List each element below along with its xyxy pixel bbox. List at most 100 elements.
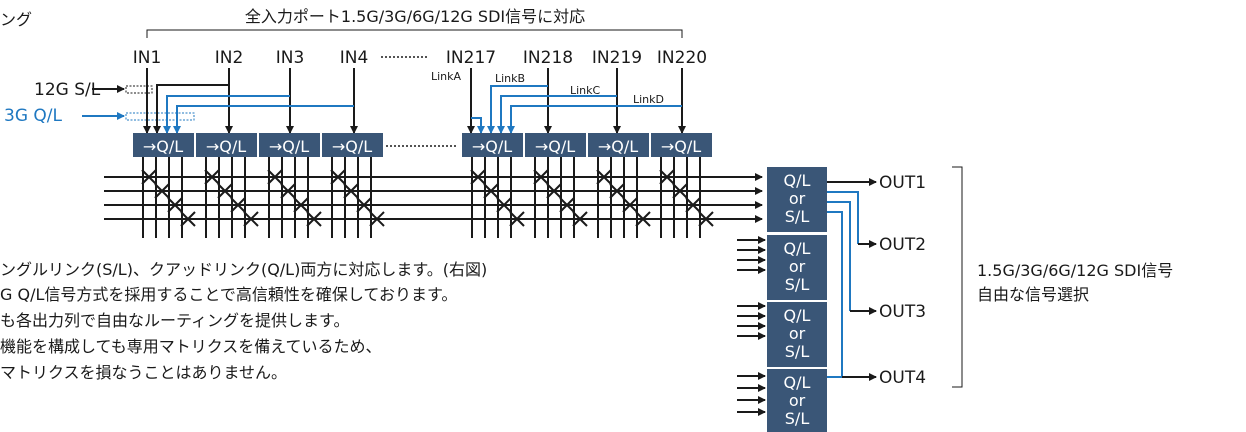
crosspoint-mark-5-b: [204, 169, 220, 185]
output-box-1-line2: or: [789, 189, 806, 208]
input-label-in2: IN2: [215, 48, 244, 68]
output-box-1-line3: S/L: [785, 207, 810, 226]
converter-label-6: →Q/L: [535, 137, 575, 156]
output-box-2-line3: S/L: [785, 275, 810, 294]
output-labels: OUT1 OUT2 OUT3 OUT4: [879, 173, 926, 388]
crosspoint-mark-1-b: [141, 169, 157, 185]
signal-3g-label: 3G Q/L: [4, 106, 63, 126]
signal-12g-label: 12G S/L: [34, 80, 101, 100]
converter-label-5: →Q/L: [472, 137, 512, 156]
converter-box-7: [588, 133, 649, 157]
converter-box-8: [651, 133, 712, 157]
input-labels: IN1 IN2 IN3 IN4 IN217 IN218 IN219 IN220: [133, 48, 707, 68]
converter-box-2: [196, 133, 257, 157]
left-link-routing: [153, 84, 354, 134]
output-box-4: [767, 369, 827, 432]
crosspoint-mark-27-b: [622, 197, 638, 213]
crosspoint-mark-24-b: [572, 211, 588, 227]
crosspoint-mark-3-b: [167, 197, 183, 213]
output-box-2-line1: Q/L: [784, 239, 811, 258]
signal-3g-dotted: [125, 112, 195, 121]
output-label-3: OUT3: [879, 302, 926, 322]
crosspoint-mark-21-b: [533, 169, 549, 185]
crosspoint-mark-13-b: [330, 169, 346, 185]
output-bracket: [952, 166, 963, 388]
description-line-4: 機能を構成しても専用マトリクスを備えているため、: [0, 337, 381, 356]
description-line-2: G Q/L信号方式を採用することで高信頼性を確保しております。: [0, 285, 457, 304]
converter-label-4: →Q/L: [332, 137, 372, 156]
converter-box-3: [259, 133, 320, 157]
converter-label-8: →Q/L: [661, 137, 701, 156]
crosspoint-mark-32-b: [698, 211, 714, 227]
converter-label-1: →Q/L: [143, 137, 183, 156]
description-line-5: マトリクスを損なうことはありません。: [0, 363, 287, 382]
crosspoint-mark-20-b: [509, 211, 525, 227]
output-box-3-line1: Q/L: [784, 306, 811, 325]
output-label-1: OUT1: [879, 173, 926, 193]
header-bracket: [146, 29, 683, 38]
crosspoint-mark-23-b: [559, 197, 575, 213]
output-box-3-line2: or: [789, 324, 806, 343]
crosspoint-mark-8-b: [243, 211, 259, 227]
crosspoint-mark-10-b: [280, 183, 296, 199]
converter-box-1: [133, 133, 194, 157]
input-label-in217: IN217: [446, 48, 496, 68]
output-box-4-line3: S/L: [785, 409, 810, 428]
link-label-a: LinkA: [431, 70, 462, 83]
description-text: ングルリンク(S/L)、クアッドリンク(Q/L)両方に対応します。(右図) G …: [0, 260, 487, 382]
link-label-d: LinkD: [633, 93, 664, 106]
link-label-c: LinkC: [570, 84, 601, 97]
crosspoint-mark-2-b: [154, 183, 170, 199]
output-box-4-line1: Q/L: [784, 373, 811, 392]
crosspoint-mark-9-b: [267, 169, 283, 185]
crosspoint-mark-19-b: [496, 197, 512, 213]
output-box-1: [767, 167, 827, 232]
crosspoint-mark-22-b: [546, 183, 562, 199]
crosspoint-mark-30-b: [672, 183, 688, 199]
right-note-line1: 1.5G/3G/6G/12G SDI信号: [977, 261, 1173, 280]
crosspoint-mark-15-b: [356, 197, 372, 213]
output-label-4: OUT4: [879, 368, 926, 388]
crosspoint-matrix: [104, 157, 763, 238]
crosspoint-mark-25-b: [596, 169, 612, 185]
crosspoint-mark-12-b: [306, 211, 322, 227]
output-box-2-line2: or: [789, 257, 806, 276]
converter-box-6: [525, 133, 586, 157]
output-box-1-line1: Q/L: [784, 171, 811, 190]
signal-12g-dotted: [125, 85, 153, 94]
description-line-1: ングルリンク(S/L)、クアッドリンク(Q/L)両方に対応します。(右図): [0, 260, 487, 279]
input-label-in219: IN219: [592, 48, 642, 68]
converter-box-5: [462, 133, 523, 157]
right-link-routing: [471, 85, 682, 134]
link-labels: LinkA LinkB LinkC LinkD: [431, 70, 664, 106]
crosspoint-mark-18-b: [483, 183, 499, 199]
crosspoint-mark-4-b: [180, 211, 196, 227]
crosspoint-mark-28-b: [635, 211, 651, 227]
converter-label-2: →Q/L: [206, 137, 246, 156]
right-note-line2: 自由な信号選択: [977, 285, 1089, 304]
input-label-in1: IN1: [133, 48, 162, 68]
output-box-2: [767, 235, 827, 300]
link-label-b: LinkB: [495, 72, 525, 85]
description-line-3: も各出力列で自由なルーティングを提供します。: [0, 311, 349, 330]
lower-block-input-arrows: [737, 236, 766, 416]
converter-label-7: →Q/L: [598, 137, 638, 156]
output-blocks: Q/L or S/L Q/L or S/L Q/L or S/L Q/L or …: [767, 167, 827, 432]
crosspoint-mark-17-b: [470, 169, 486, 185]
crosspoint-mark-6-b: [217, 183, 233, 199]
top-left-partial-text: ング: [0, 10, 32, 29]
crosspoint-mark-29-b: [659, 169, 675, 185]
output-box-3: [767, 302, 827, 367]
converter-box-4: [322, 133, 383, 157]
output-label-2: OUT2: [879, 235, 926, 255]
crosspoint-mark-26-b: [609, 183, 625, 199]
crosspoint-mark-16-b: [369, 211, 385, 227]
input-label-in220: IN220: [657, 48, 707, 68]
output-routing: [827, 178, 877, 381]
crosspoint-mark-7-b: [230, 197, 246, 213]
crosspoint-mark-31-b: [685, 197, 701, 213]
output-box-3-line3: S/L: [785, 342, 810, 361]
crosspoint-mark-11-b: [293, 197, 309, 213]
input-label-in218: IN218: [523, 48, 573, 68]
